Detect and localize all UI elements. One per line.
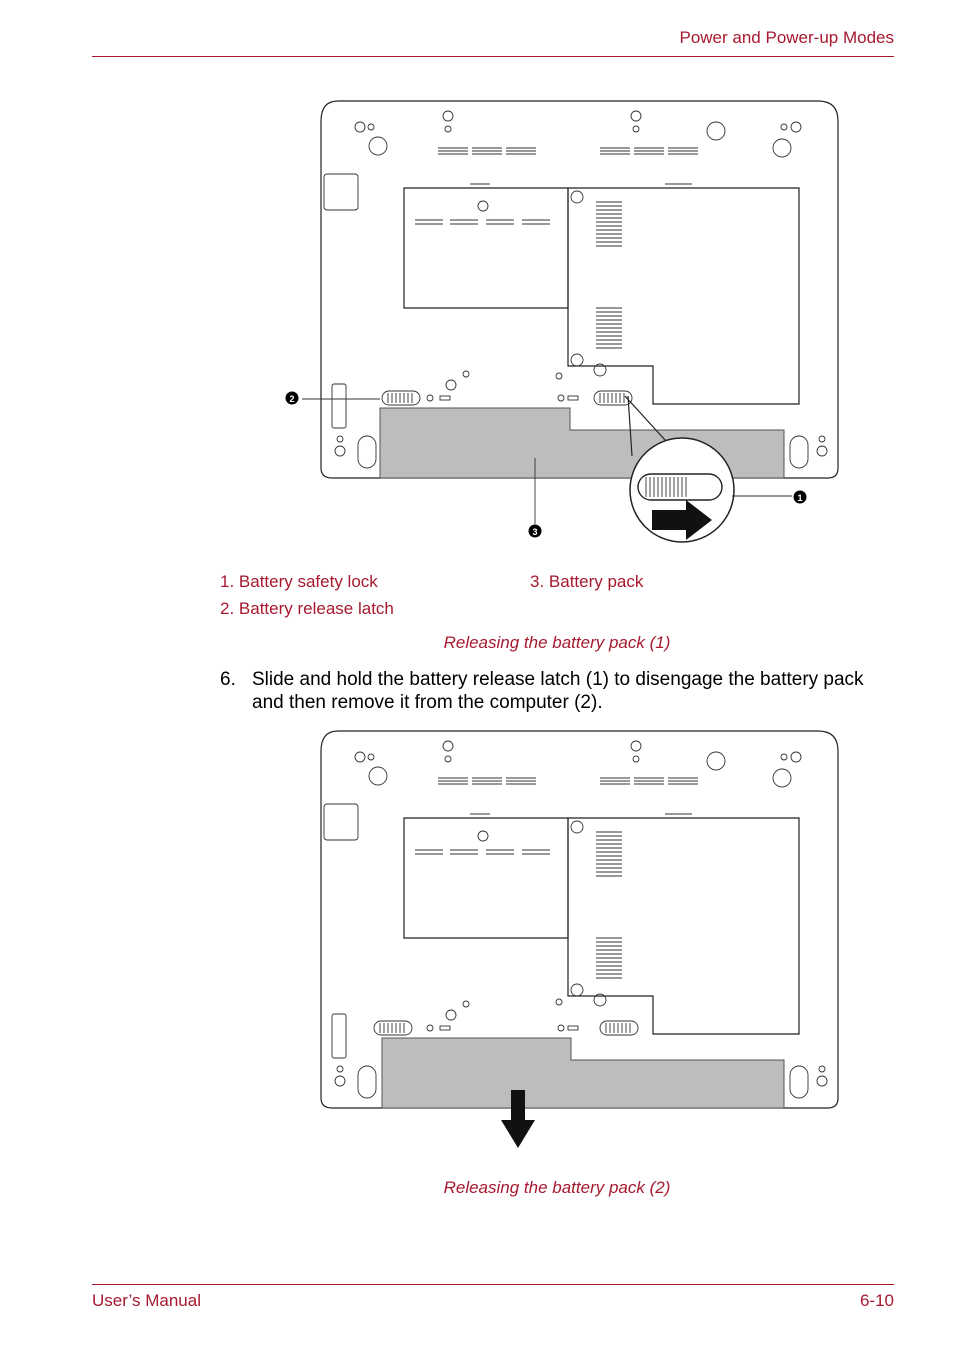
- legend-item-1: 1. Battery safety lock: [220, 572, 378, 591]
- header-rule: [92, 56, 894, 57]
- figure-caption-2: Releasing the battery pack (2): [443, 1178, 671, 1197]
- legend-item-2: 2. Battery release latch: [220, 599, 394, 618]
- laptop-underside: [320, 100, 839, 479]
- legend-item-3: 3. Battery pack: [530, 572, 644, 591]
- step-number: 6.: [220, 669, 236, 690]
- down-arrow-icon: [501, 1090, 535, 1148]
- running-header: Power and Power-up Modes: [679, 28, 894, 47]
- battery-release-illustration-2: [320, 730, 839, 1148]
- callout-marker-2: 2: [285, 391, 299, 405]
- callout-marker-3: 3: [528, 524, 542, 538]
- page-number: 6-10: [859, 1291, 894, 1310]
- safety-lock-magnifier: [624, 395, 735, 543]
- battery-release-illustration-1: 2 1 3: [285, 100, 839, 543]
- svg-text:1: 1: [797, 493, 802, 503]
- footer-rule: [92, 1284, 894, 1285]
- figure-caption-1: Releasing the battery pack (1): [443, 633, 671, 652]
- callout-marker-1: 1: [793, 490, 807, 504]
- step-text: Slide and hold the battery release latch…: [252, 669, 864, 713]
- svg-text:3: 3: [532, 527, 537, 537]
- laptop-underside: [320, 730, 839, 1109]
- svg-text:2: 2: [289, 394, 294, 404]
- footer-manual-title: User’s Manual: [92, 1291, 201, 1310]
